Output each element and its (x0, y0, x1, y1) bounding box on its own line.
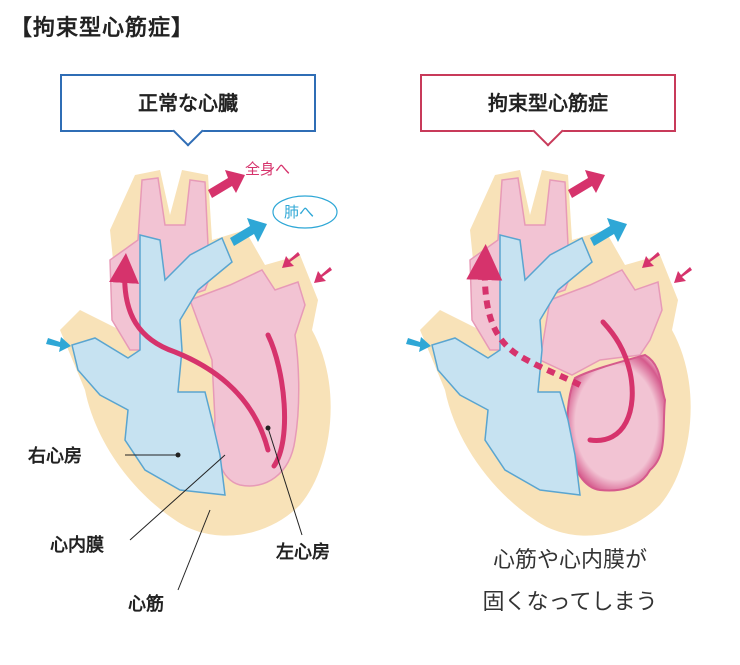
arrow-in-right (46, 337, 71, 352)
arrow-to-body (208, 170, 245, 198)
normal-heart-callout: 正常な心臓 (60, 74, 316, 147)
to-lungs-label: 肺へ (284, 203, 314, 221)
arrow-to-lungs (230, 218, 267, 246)
arrow-in-left-2 (314, 267, 332, 283)
blood-flow-aorta (109, 253, 271, 453)
myocardium-label: 心筋 (128, 593, 164, 615)
leader-left-atrium (267, 427, 303, 536)
restrictive-heart-callout: 拘束型心筋症 (420, 74, 676, 147)
arrow-in-left-1 (642, 252, 660, 268)
arrow-to-lungs (590, 218, 627, 246)
arrow-to-body (568, 170, 605, 198)
restrictive-heart-heading: 拘束型心筋症 (488, 91, 608, 115)
right-heart (431, 234, 593, 496)
stiff-ventricle (566, 353, 667, 492)
arrow-in-left-1 (282, 252, 300, 268)
endocardium-label: 心内膜 (50, 534, 104, 556)
page-title: 【拘束型心筋症】 (10, 16, 195, 41)
right-heart (71, 234, 233, 496)
leader-dot (175, 452, 181, 458)
description-line-2: 固くなってしまう (482, 590, 658, 615)
leader-myocardium (177, 509, 211, 591)
leader-dot (265, 425, 271, 431)
lungs-bubble (272, 195, 338, 229)
blood-flow-body (265, 332, 288, 469)
right-atrium-label: 右心房 (28, 445, 82, 467)
arrow-in-left-2 (674, 267, 692, 283)
left-atrium-label: 左心房 (276, 541, 330, 563)
normal-heart-heading: 正常な心臓 (138, 91, 238, 115)
restrictive-description: 心筋や心内膜が 固くなってしまう (440, 540, 700, 624)
description-line-1: 心筋や心内膜が (492, 548, 647, 573)
to-body-label: 全身へ (245, 160, 290, 178)
blood-flow-body (587, 319, 635, 443)
restrictive-heart (406, 170, 692, 536)
normal-heart: 全身へ 肺へ 右心房 心内膜 心筋 左心房 (28, 160, 338, 615)
leader-endocardium (129, 454, 226, 541)
arrow-in-right (406, 337, 431, 352)
